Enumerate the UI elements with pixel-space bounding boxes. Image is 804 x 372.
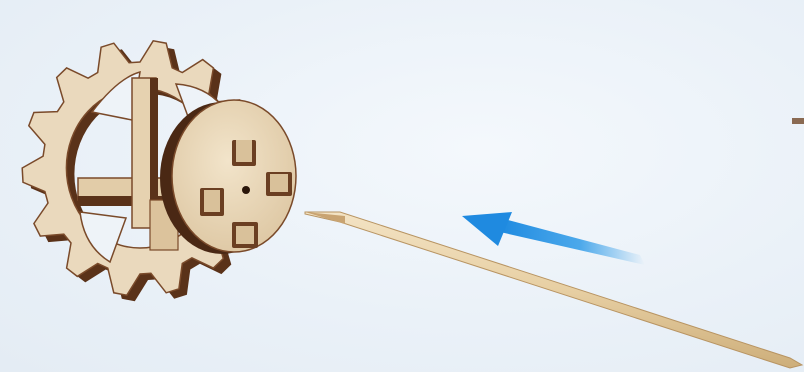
insert-direction-arrow: [462, 212, 645, 265]
hub-center-hole: [242, 186, 250, 194]
partial-part-edge: [792, 118, 804, 124]
hub-slot: [266, 172, 292, 196]
wooden-gear: [22, 41, 296, 301]
gear-hub: [160, 100, 296, 254]
hub-slot: [232, 222, 258, 248]
hub-slot: [232, 140, 256, 166]
hub-slot: [200, 188, 224, 216]
